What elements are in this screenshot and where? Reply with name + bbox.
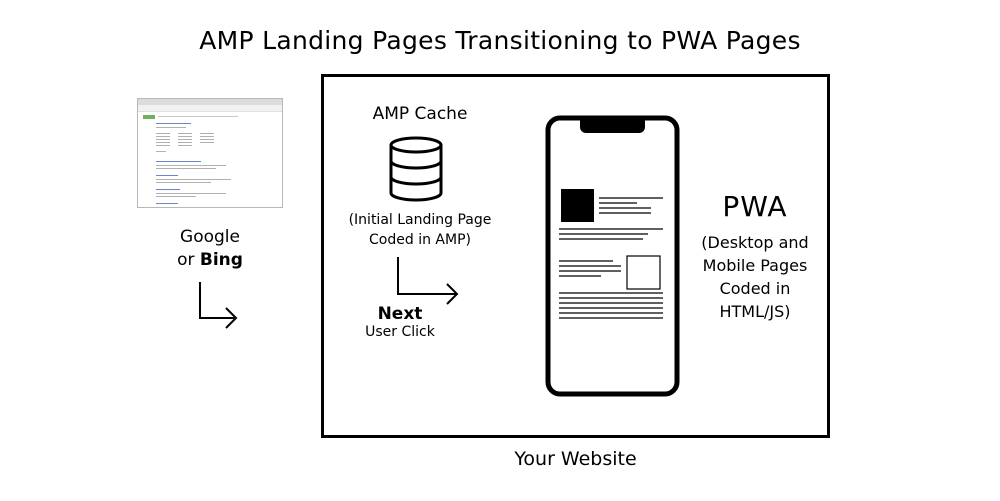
pwa-description-line: Coded in <box>719 279 791 298</box>
user-click-label: User Click <box>365 324 435 340</box>
result-snippet <box>156 193 226 194</box>
result-snippet <box>200 136 214 137</box>
result-snippet <box>200 142 214 143</box>
search-engine-name: Google <box>180 227 240 247</box>
your-website-label: Your Website <box>514 448 637 470</box>
turn-right-arrow-icon <box>397 257 459 305</box>
search-engine-alt: or Bing <box>160 249 260 272</box>
search-engine-logo <box>143 115 155 119</box>
result-link <box>156 203 178 204</box>
result-snippet <box>156 179 231 180</box>
amp-cache-label: AMP Cache <box>372 104 468 124</box>
result-snippet <box>156 139 170 140</box>
result-link <box>156 189 180 190</box>
amp-description: (Initial Landing Page Coded in AMP) <box>335 210 505 250</box>
result-snippet <box>156 165 226 166</box>
result-snippet <box>156 168 216 169</box>
bing-text: Bing <box>199 250 243 270</box>
result-snippet <box>156 136 170 137</box>
result-snippet <box>200 139 214 140</box>
result-link <box>156 161 201 162</box>
amp-description-line: Coded in AMP) <box>369 232 471 248</box>
amp-description-line: (Initial Landing Page <box>348 212 492 228</box>
result-snippet <box>178 136 192 137</box>
result-snippet <box>200 133 214 134</box>
pwa-title: PWA <box>722 190 788 223</box>
pwa-description: (Desktop and Mobile Pages Coded in HTML/… <box>690 231 820 323</box>
result-snippet <box>156 142 170 143</box>
result-snippet <box>178 142 192 143</box>
result-snippet <box>178 139 192 140</box>
result-snippet <box>178 145 192 146</box>
result-snippet <box>156 145 170 146</box>
pwa-description-line: (Desktop and <box>701 233 809 252</box>
database-icon <box>389 136 443 202</box>
next-label: Next <box>377 304 423 324</box>
your-website-box <box>321 74 830 438</box>
result-link <box>156 175 178 176</box>
search-results-screenshot <box>137 98 283 208</box>
browser-tab-bar <box>138 99 282 105</box>
diagram-title: AMP Landing Pages Transitioning to PWA P… <box>199 26 801 55</box>
browser-address-bar <box>138 105 282 112</box>
search-box <box>158 116 238 117</box>
result-snippet <box>178 133 192 134</box>
pwa-description-line: Mobile Pages <box>702 256 808 275</box>
smartphone-icon <box>545 115 680 397</box>
result-snippet <box>156 196 196 197</box>
result-snippet <box>156 127 186 128</box>
result-snippet <box>156 182 211 183</box>
result-snippet <box>156 133 170 134</box>
or-text: or <box>177 250 195 270</box>
pwa-description-line: HTML/JS) <box>719 302 791 321</box>
turn-right-arrow-icon <box>199 282 238 329</box>
search-engine-label: Google or Bing <box>160 226 260 272</box>
result-link <box>156 123 191 124</box>
result-snippet <box>156 151 166 152</box>
